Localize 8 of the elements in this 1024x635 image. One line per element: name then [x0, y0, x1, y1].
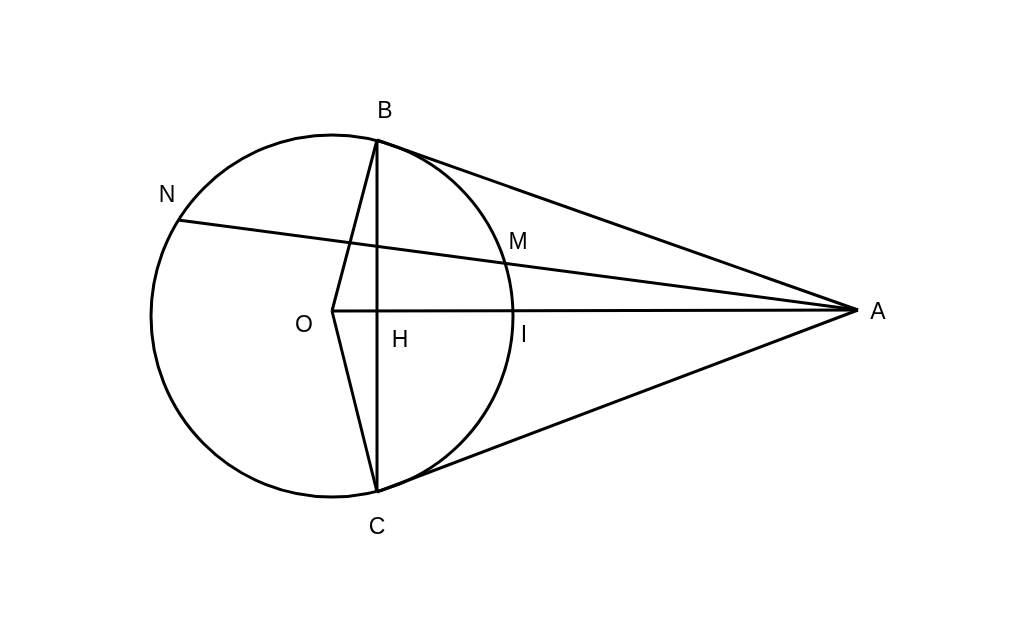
point-label: A	[870, 299, 886, 323]
point-label: M	[508, 229, 528, 253]
point-label: C	[368, 514, 386, 538]
point-label: I	[520, 322, 528, 346]
point-label: O	[295, 312, 313, 336]
point-label: B	[377, 98, 393, 122]
point-label: N	[158, 182, 176, 206]
point-label: H	[391, 327, 409, 351]
